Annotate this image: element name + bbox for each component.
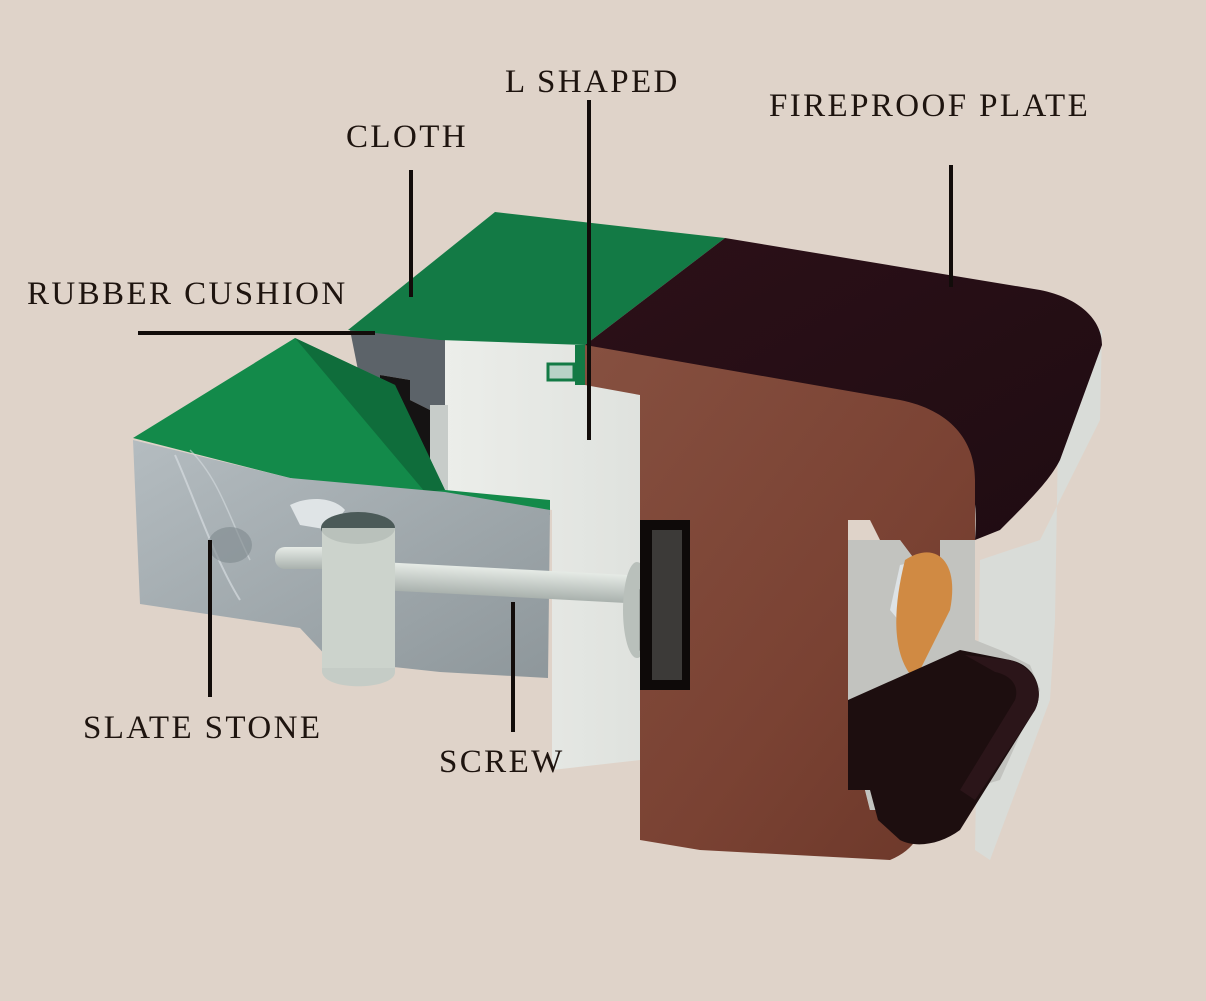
screw (275, 512, 683, 687)
label-l-shaped: L SHAPED (505, 64, 680, 100)
leader-line-l-shaped (587, 100, 591, 440)
label-rubber-cushion: RUBBER CUSHION (27, 276, 348, 312)
leader-line-slate-stone (208, 540, 212, 697)
leader-line-fireproof-plate (949, 165, 953, 287)
label-screw: SCREW (439, 744, 565, 780)
label-cloth: CLOTH (346, 119, 468, 155)
cloth-lower (133, 338, 550, 515)
wood-rail (585, 238, 1102, 860)
leader-line-screw (511, 602, 515, 732)
leader-line-rubber-cushion (138, 331, 375, 335)
leader-line-cloth (409, 170, 413, 297)
label-fireproof-plate: FIREPROOF PLATE (769, 88, 1091, 124)
label-slate-stone: SLATE STONE (83, 710, 323, 746)
